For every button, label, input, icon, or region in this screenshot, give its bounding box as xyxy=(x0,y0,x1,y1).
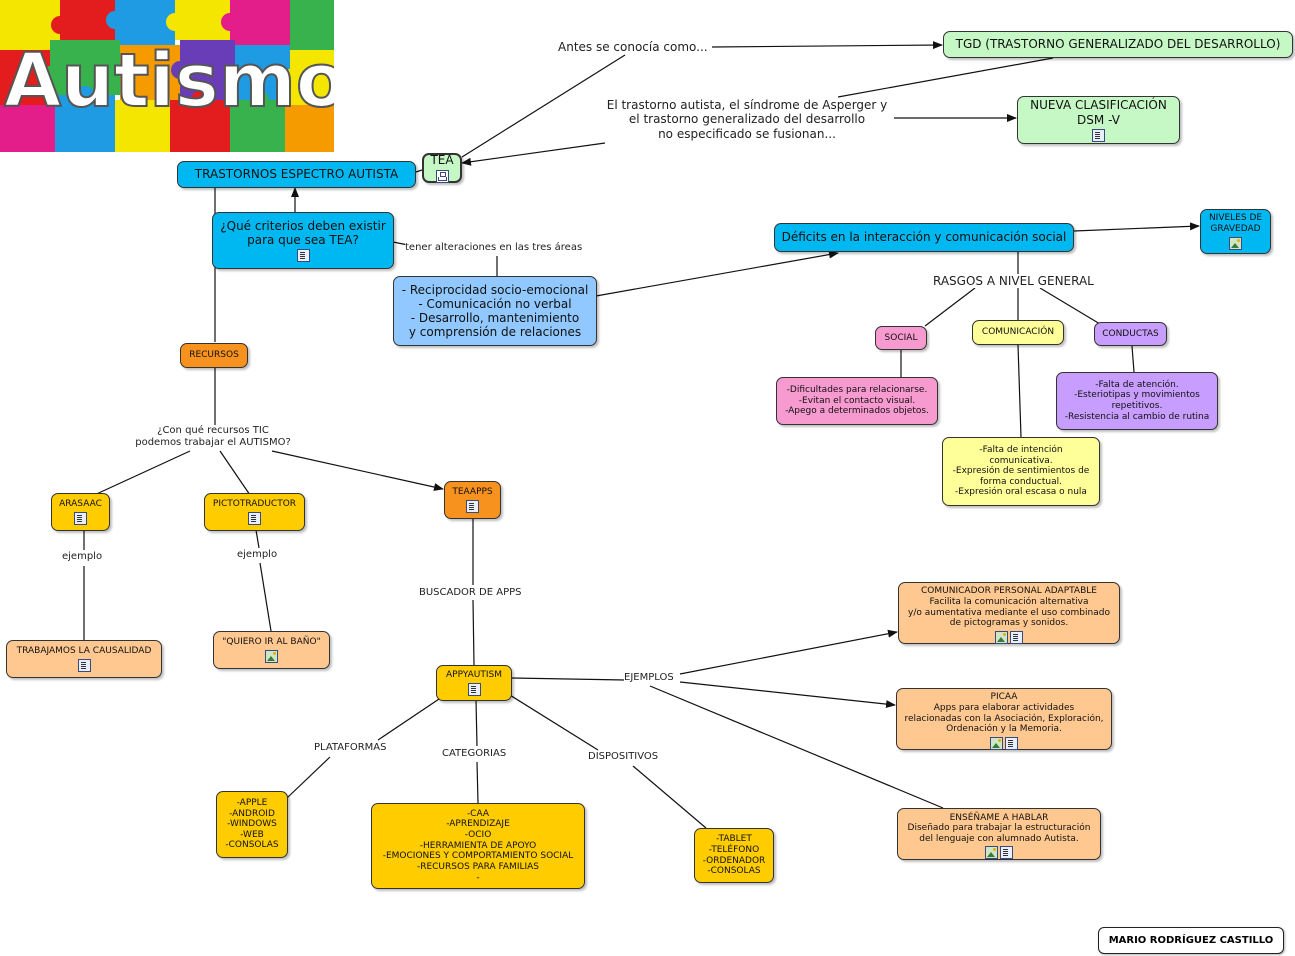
node-ensename-text: ENSÉÑAME A HABLAR Diseñado para trabajar… xyxy=(907,812,1091,844)
label-plataformas: PLATAFORMAS xyxy=(314,742,387,754)
document-icon[interactable] xyxy=(1010,630,1023,644)
node-nueva-clasificacion[interactable]: NUEVA CLASIFICACIÓN DSM -V xyxy=(1017,96,1180,144)
node-pictotraductor-text: PICTOTRADUCTOR xyxy=(212,499,297,510)
node-bano-text: "QUIERO IR AL BAÑO" xyxy=(222,637,321,648)
node-teaapps[interactable]: TEAAPPS xyxy=(444,481,501,519)
document-icon[interactable] xyxy=(1000,846,1013,860)
image-icon[interactable] xyxy=(985,846,998,860)
label-antes: Antes se conocía como... xyxy=(558,40,708,55)
node-picaa[interactable]: PICAA Apps para elaborar actividades rel… xyxy=(896,688,1112,750)
document-icon[interactable] xyxy=(77,658,91,672)
node-picaa-text: PICAA Apps para elaborar actividades rel… xyxy=(904,692,1104,735)
document-icon[interactable] xyxy=(296,249,310,263)
node-tea-full-text: TRASTORNOS ESPECTRO AUTISTA xyxy=(194,167,399,182)
label-buscador: BUSCADOR DE APPS xyxy=(419,587,522,599)
node-areas[interactable]: - Reciprocidad socio-emocional - Comunic… xyxy=(393,276,597,346)
label-rasgos: RASGOS A NIVEL GENERAL xyxy=(933,274,1094,289)
node-appyautism[interactable]: APPYAUTISM xyxy=(436,665,512,701)
node-social-desc[interactable]: -Dificultades para relacionarse. -Evitan… xyxy=(776,377,938,425)
node-conductas-text: CONDUCTAS xyxy=(1102,328,1159,339)
node-tea-text: TEA xyxy=(430,153,454,168)
node-tea[interactable]: TEA xyxy=(422,153,462,183)
node-social[interactable]: SOCIAL xyxy=(875,326,927,350)
node-recursos[interactable]: RECURSOS xyxy=(180,343,248,368)
document-icon[interactable] xyxy=(1092,128,1105,142)
image-icon[interactable] xyxy=(995,630,1008,644)
node-deficits[interactable]: Déficits en la interacción y comunicació… xyxy=(774,223,1074,252)
node-areas-text: - Reciprocidad socio-emocional - Comunic… xyxy=(401,282,589,340)
label-fusion: El trastorno autista, el síndrome de Asp… xyxy=(600,98,894,142)
document-icon[interactable] xyxy=(74,511,87,525)
node-criterios[interactable]: ¿Qué criterios deben existir para que se… xyxy=(212,212,394,269)
node-quiero-ir-al-bano[interactable]: "QUIERO IR AL BAÑO" xyxy=(213,631,330,669)
document-icon[interactable] xyxy=(1005,736,1018,750)
puzzle-logo-graphic: Autismo xyxy=(0,0,334,152)
node-comunicador[interactable]: COMUNICADOR PERSONAL ADAPTABLE Facilita … xyxy=(898,582,1120,644)
image-icon[interactable] xyxy=(265,649,278,663)
node-causalidad-text: TRABAJAMOS LA CAUSALIDAD xyxy=(16,646,152,657)
node-recursos-text: RECURSOS xyxy=(189,350,239,361)
node-categorias-list-text: -CAA -APRENDIZAJE -OCIO -HERRAMIENTA DE … xyxy=(382,808,574,883)
node-nueva-text: NUEVA CLASIFICACIÓN DSM -V xyxy=(1030,98,1167,127)
label-ejemplo-picto: ejemplo xyxy=(237,549,278,561)
node-comunicacion-desc[interactable]: -Falta de intención comunicativa. -Expre… xyxy=(942,437,1100,506)
document-icon[interactable] xyxy=(248,511,261,525)
node-dispositivos-list[interactable]: -TABLET -TELÉFONO -ORDENADOR -CONSOLAS xyxy=(694,828,774,883)
node-ensename-a-hablar[interactable]: ENSÉÑAME A HABLAR Diseñado para trabajar… xyxy=(897,808,1101,860)
node-deficits-text: Déficits en la interacción y comunicació… xyxy=(781,230,1067,245)
node-plataformas-list[interactable]: -APPLE -ANDROID -WINDOWS -WEB -CONSOLAS xyxy=(216,791,288,858)
map-icon[interactable] xyxy=(435,169,449,183)
node-criterios-text: ¿Qué criterios deben existir para que se… xyxy=(220,218,386,247)
node-conductas-desc-text: -Falta de atención. -Esteriotipas y movi… xyxy=(1064,379,1210,422)
node-arasaac-text: ARASAAC xyxy=(59,499,102,510)
node-conductas-desc[interactable]: -Falta de atención. -Esteriotipas y movi… xyxy=(1056,372,1218,430)
node-pictotraductor[interactable]: PICTOTRADUCTOR xyxy=(204,493,305,531)
label-ejemplo-arasaac: ejemplo xyxy=(62,551,103,563)
node-causalidad[interactable]: TRABAJAMOS LA CAUSALIDAD xyxy=(6,640,162,678)
image-icon[interactable] xyxy=(1229,236,1242,250)
node-tgd[interactable]: TGD (TRASTORNO GENERALIZADO DEL DESARROL… xyxy=(943,31,1293,58)
node-niveles-gravedad[interactable]: NIVELES DE GRAVEDAD xyxy=(1200,209,1271,254)
node-trastornos-espectro-autista[interactable]: TRASTORNOS ESPECTRO AUTISTA xyxy=(177,161,416,188)
title-text: Autismo xyxy=(4,38,334,124)
label-dispositivos: DISPOSITIVOS xyxy=(588,751,659,763)
label-categorias: CATEGORIAS xyxy=(442,748,507,760)
label-tic: ¿Con qué recursos TIC podemos trabajar e… xyxy=(128,425,298,449)
node-comunicacion[interactable]: COMUNICACIÓN xyxy=(972,320,1064,345)
label-tres-areas: tener alteraciones en las tres áreas xyxy=(405,242,583,254)
node-tgd-text: TGD (TRASTORNO GENERALIZADO DEL DESARROL… xyxy=(955,37,1281,52)
node-appyautism-text: APPYAUTISM xyxy=(446,670,502,681)
node-comunicador-text: COMUNICADOR PERSONAL ADAPTABLE Facilita … xyxy=(908,586,1110,629)
document-icon[interactable] xyxy=(466,499,479,513)
node-social-text: SOCIAL xyxy=(884,332,918,343)
label-ejemplos: EJEMPLOS xyxy=(624,672,674,684)
author-credit: MARIO RODRÍGUEZ CASTILLO xyxy=(1098,927,1284,954)
node-arasaac[interactable]: ARASAAC xyxy=(51,493,110,531)
node-comunicacion-text: COMUNICACIÓN xyxy=(981,327,1055,338)
autismo-logo: Autismo xyxy=(0,0,334,152)
node-conductas[interactable]: CONDUCTAS xyxy=(1094,322,1167,346)
node-comunicacion-desc-text: -Falta de intención comunicativa. -Expre… xyxy=(952,444,1090,498)
node-categorias-list[interactable]: -CAA -APRENDIZAJE -OCIO -HERRAMIENTA DE … xyxy=(371,803,585,889)
node-teaapps-text: TEAAPPS xyxy=(452,487,493,498)
document-icon[interactable] xyxy=(467,682,481,696)
node-plataformas-list-text: -APPLE -ANDROID -WINDOWS -WEB -CONSOLAS xyxy=(225,797,279,851)
node-social-desc-text: -Dificultades para relacionarse. -Evitan… xyxy=(785,385,929,417)
node-dispositivos-list-text: -TABLET -TELÉFONO -ORDENADOR -CONSOLAS xyxy=(702,834,766,877)
image-icon[interactable] xyxy=(990,736,1003,750)
node-niveles-text: NIVELES DE GRAVEDAD xyxy=(1208,213,1263,234)
